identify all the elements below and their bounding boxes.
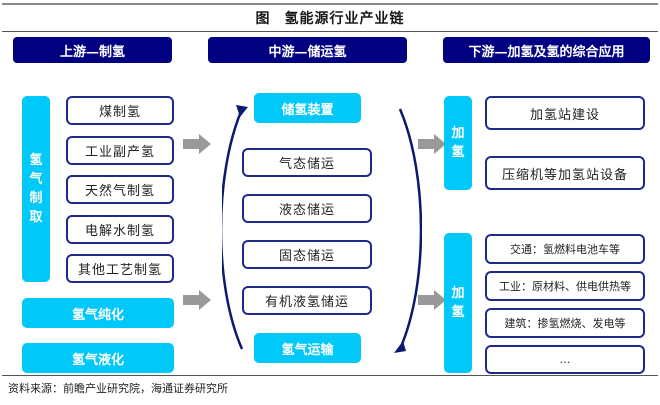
- arrow-right-icon: [418, 134, 446, 154]
- method-other: 其他工艺制氢: [66, 254, 174, 283]
- application-label: 加 氢: [444, 233, 472, 373]
- hydrogen-liquefaction: 氢气液化: [22, 343, 174, 373]
- source-note: 资料来源：前瞻产业研究院，海通证券研究所: [8, 382, 228, 395]
- method-electrolysis: 电解水制氢: [66, 215, 174, 244]
- method-industrial-byproduct: 工业副产氢: [66, 136, 174, 165]
- application-transport: 交通：氢燃料电池车等: [485, 234, 645, 264]
- refueling-station-equipment: 压缩机等加氢站设备: [485, 156, 645, 190]
- label-char: 氢: [451, 145, 465, 160]
- hydrogen-purification: 氢气纯化: [22, 298, 174, 328]
- figure-label: 图: [255, 11, 271, 27]
- label-char: 加: [451, 126, 465, 141]
- top-rule: [2, 3, 658, 5]
- cycle-curves: [222, 105, 422, 353]
- application-more: …: [485, 345, 645, 374]
- label-char: 取: [29, 210, 43, 225]
- curve-right-arrowhead-icon: [394, 341, 406, 353]
- application-building: 建筑：掺氢燃烧、发电等: [485, 308, 645, 338]
- label-char: 制: [29, 191, 43, 206]
- storage-organic-liquid: 有机液氢储运: [242, 286, 372, 315]
- title-rule: [2, 31, 658, 32]
- stage-midstream: 中游—储运氢: [208, 37, 407, 63]
- label-char: 加: [451, 286, 465, 301]
- stage-upstream: 上游—制氢: [13, 37, 172, 63]
- label-char: 氢: [451, 305, 465, 320]
- curve-left-arrowhead-icon: [236, 105, 248, 117]
- storage-gaseous: 气态储运: [242, 148, 372, 177]
- figure-title: 图氢能源行业产业链: [0, 8, 660, 28]
- curve-left: [222, 108, 244, 350]
- arrow-right-icon: [183, 290, 211, 310]
- label-char: 气: [29, 172, 43, 187]
- bottom-rule: [2, 375, 658, 376]
- arrow-right-icon: [183, 134, 211, 154]
- hydrogen-transport: 氢气运输: [254, 333, 361, 363]
- method-coal: 煤制氢: [66, 96, 174, 125]
- stage-downstream: 下游—加氢及氢的综合应用: [443, 37, 650, 63]
- arrow-right-icon: [418, 290, 446, 310]
- figure-title-text: 氢能源行业产业链: [284, 11, 405, 27]
- storage-device: 储氢装置: [254, 93, 361, 123]
- application-industry: 工业：原材料、供电供热等: [485, 271, 645, 301]
- label-char: 氢: [29, 153, 43, 168]
- curve-right: [398, 108, 422, 350]
- storage-liquid: 液态储运: [242, 194, 372, 223]
- hydrogen-production-label: 氢 气 制 取: [22, 96, 50, 282]
- refueling-station-construction: 加氢站建设: [485, 96, 645, 130]
- storage-solid: 固态储运: [242, 240, 372, 269]
- method-natural-gas: 天然气制氢: [66, 175, 174, 204]
- refueling-label: 加 氢: [444, 96, 472, 190]
